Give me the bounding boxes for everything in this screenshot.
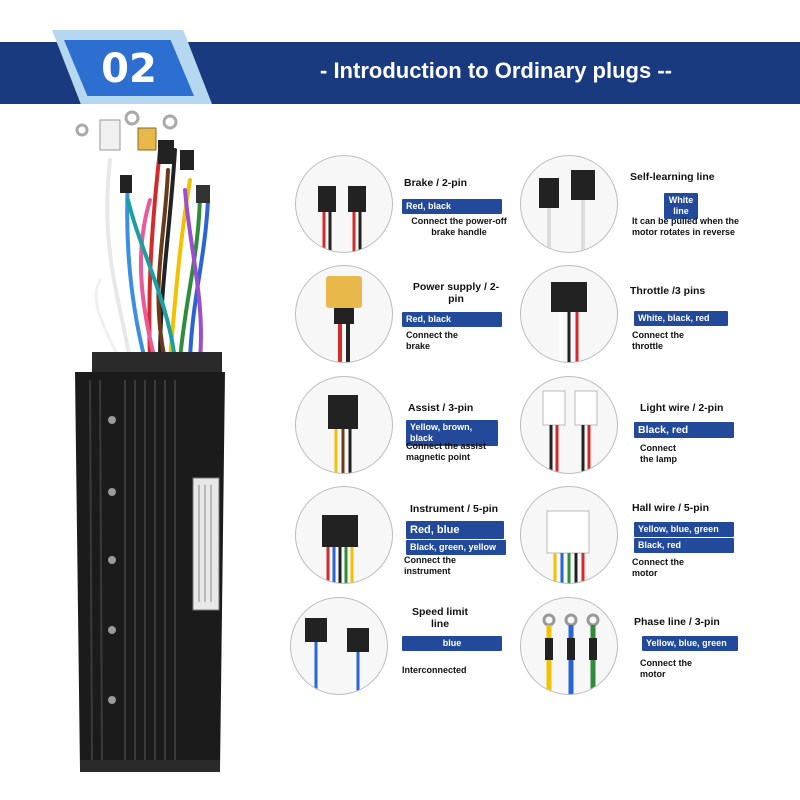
light-wire-label: Light wire / 2-pin <box>640 402 724 414</box>
speed-limit-desc: Interconnected <box>402 665 467 675</box>
page-title: - Introduction to Ordinary plugs -- <box>320 58 672 83</box>
instrument-connector-image <box>295 486 393 584</box>
brake-tag: Red, black <box>402 199 502 214</box>
power-supply-connector-image <box>295 265 393 363</box>
throttle-tag: White, black, red <box>634 311 728 326</box>
throttle-desc: Connect the throttle <box>632 330 685 351</box>
phase-line-tag: Yellow, blue, green <box>642 636 738 651</box>
instrument-tag: Red, blue <box>406 521 504 539</box>
light-wire-tag: Black, red <box>634 422 734 438</box>
brake-desc: Connect the power-off brake handle <box>411 216 507 237</box>
assist-desc: Connect the assist magnetic point <box>406 441 487 462</box>
self-learning-desc: It can be pulled when the motor rotates … <box>632 216 740 237</box>
hall-wire-tag: Yellow, blue, green <box>634 522 734 537</box>
section-badge <box>64 40 194 96</box>
power-supply-label: Power supply / 2-pin <box>412 281 500 305</box>
hall-wire-label: Hall wire / 5-pin <box>632 502 710 514</box>
wire-harness <box>94 148 210 362</box>
self-learning-connector-image <box>520 155 618 253</box>
hall-wire-tag-2: Black, red <box>634 538 734 553</box>
instrument-desc: Connect the instrument <box>404 555 457 576</box>
self-learning-label: Self-learning line <box>630 171 715 183</box>
throttle-label: Throttle /3 pins <box>630 285 706 297</box>
hall-wire-desc: Connect the motor <box>632 557 685 578</box>
controller-body <box>75 352 225 772</box>
phase-line-connector-image <box>520 597 618 695</box>
self-learning-tag: White line <box>664 193 698 219</box>
phase-line-desc: Connect the motor <box>640 658 693 679</box>
instrument-tag-2: Black, green, yellow <box>406 540 506 555</box>
speed-limit-connector-image <box>290 597 388 695</box>
connector-heads <box>75 110 210 203</box>
brake-label: Brake / 2-pin <box>404 177 468 189</box>
instrument-label: Instrument / 5-pin <box>410 503 499 515</box>
assist-connector-image <box>295 376 393 474</box>
phase-line-label: Phase line / 3-pin <box>634 616 720 628</box>
brake-connector-image <box>295 155 393 253</box>
speed-limit-tag: blue <box>402 636 502 651</box>
assist-label: Assist / 3-pin <box>408 402 474 414</box>
hall-wire-connector-image <box>520 486 618 584</box>
power-supply-desc: Connect the brake <box>406 330 459 351</box>
light-wire-desc: Connect the lamp <box>640 443 678 464</box>
section-number: 02 <box>101 46 157 92</box>
throttle-connector-image <box>520 265 618 363</box>
light-wire-connector-image <box>520 376 618 474</box>
assist-tag: Yellow, brown, black <box>406 420 498 446</box>
speed-limit-label: Speed limit line <box>411 606 468 630</box>
power-supply-tag: Red, black <box>402 312 502 327</box>
